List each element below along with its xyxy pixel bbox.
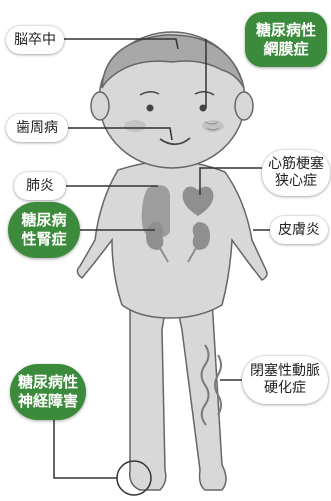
eyebrows <box>139 91 215 96</box>
heart-organ <box>182 186 214 216</box>
face <box>146 104 207 112</box>
kidney-right-organ <box>192 222 210 250</box>
label-periodontal: 歯周病 <box>6 114 68 142</box>
connector-nerve <box>53 420 117 479</box>
label-artery: 閉塞性動脈 硬化症 <box>242 356 328 404</box>
hair <box>101 34 245 89</box>
lung-organ <box>141 185 170 239</box>
label-skin: 皮膚炎 <box>270 216 328 244</box>
connector-heart <box>199 167 262 195</box>
cheek-left <box>124 120 146 132</box>
body-silhouette <box>76 31 268 491</box>
label-kidney: 糖尿病 性腎症 <box>8 202 80 258</box>
leg-arteries-2 <box>214 354 222 416</box>
kidney-left-organ <box>146 222 164 250</box>
leg-arteries <box>200 344 210 426</box>
label-lung: 肺炎 <box>14 172 66 200</box>
mouth <box>159 137 191 146</box>
connector-periodontal <box>67 127 173 141</box>
label-nerve: 糖尿病性 神経障害 <box>10 364 86 420</box>
label-heart: 心筋梗塞 狭心症 <box>262 150 330 196</box>
connector-brain <box>63 38 179 50</box>
label-brain: 脳卒中 <box>6 26 64 54</box>
label-retina: 糖尿病性 網膜症 <box>245 12 327 67</box>
ureters <box>159 247 197 263</box>
connector-lines <box>53 38 270 479</box>
wrinkles <box>204 121 220 131</box>
